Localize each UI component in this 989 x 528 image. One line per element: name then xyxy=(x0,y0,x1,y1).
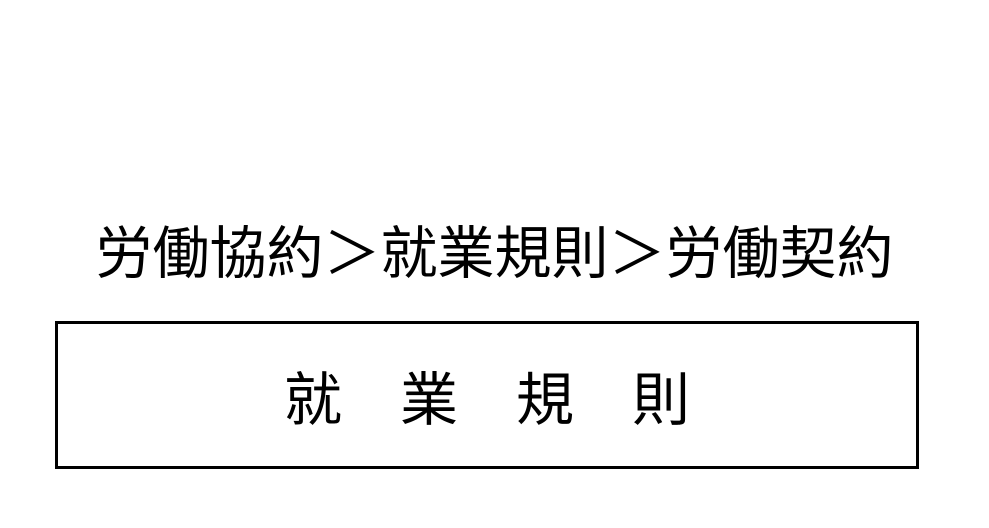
box-title: 就 業 規 則 xyxy=(283,366,690,434)
hierarchy-heading: 労働協約＞就業規則＞労働契約 xyxy=(95,221,894,287)
rules-box: 就 業 規 則 xyxy=(55,321,919,469)
